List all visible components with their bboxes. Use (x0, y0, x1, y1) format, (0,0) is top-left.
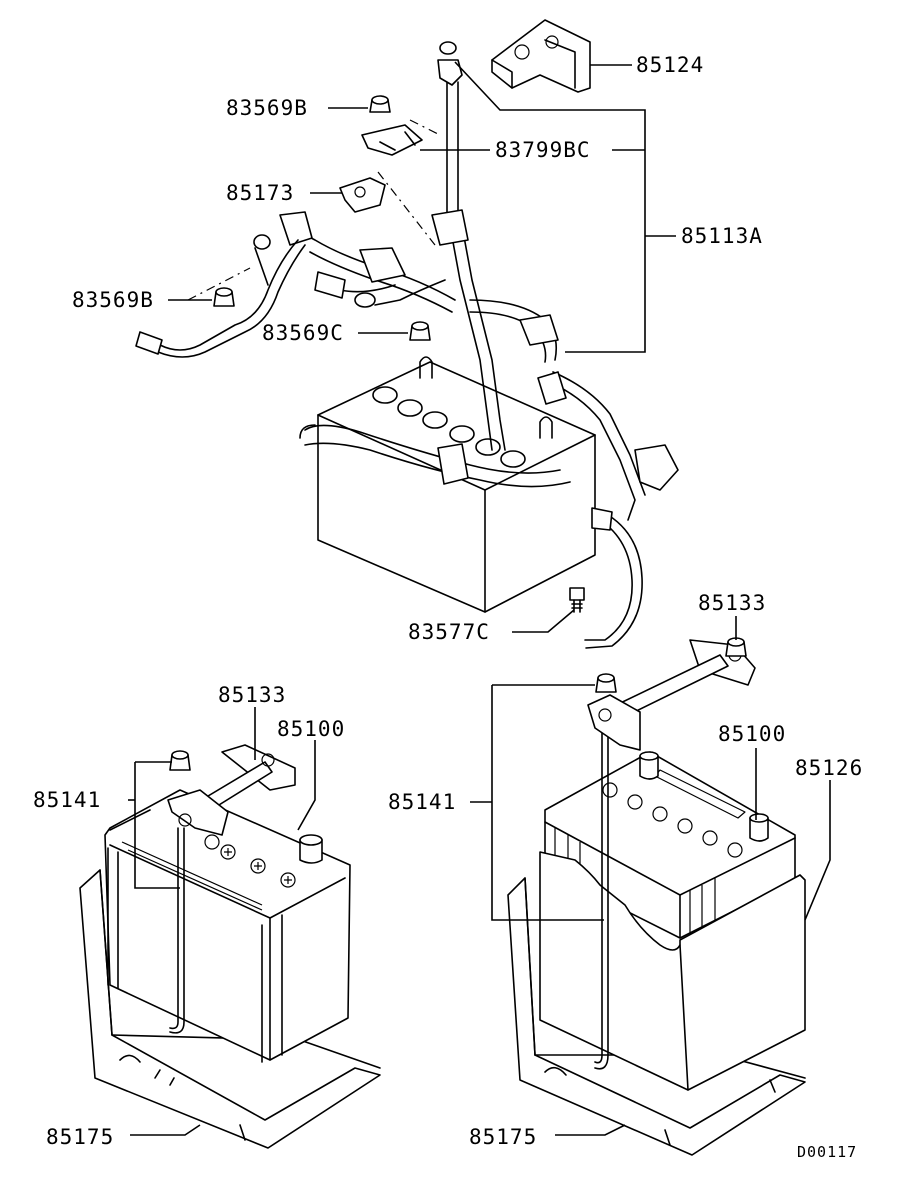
part-83799BC-cover (361, 124, 423, 156)
bottom-left-battery-assembly (79, 744, 381, 1149)
label-85141-left: 85141 (33, 788, 101, 812)
label-83799BC: 83799BC (495, 138, 591, 162)
part-83569B-nut-top (369, 95, 391, 113)
part-83569C-nut (409, 321, 431, 341)
part-85173-bracket (339, 177, 386, 213)
label-85100-left: 85100 (277, 717, 345, 741)
label-85141-right: 85141 (388, 790, 456, 814)
bottom-right-battery-assembly (507, 637, 806, 1156)
part-85124-cover (491, 19, 591, 93)
label-85133-right: 85133 (698, 591, 766, 615)
label-85113A: 85113A (681, 224, 763, 248)
drawing-code: D00117 (797, 1143, 857, 1161)
part-labels: 85124 83569B 83799BC 85173 85113A 83569B… (33, 53, 863, 1161)
label-85124: 85124 (636, 53, 704, 77)
label-83569C: 83569C (262, 321, 344, 345)
label-83569B-top: 83569B (226, 96, 308, 120)
label-85175-right: 85175 (469, 1125, 537, 1149)
label-85126: 85126 (795, 756, 863, 780)
part-83577C-bolt (569, 587, 585, 613)
part-83569B-nut-left (213, 287, 235, 307)
top-battery-assembly (135, 41, 679, 649)
label-83577C: 83577C (408, 620, 490, 644)
label-85100-right: 85100 (718, 722, 786, 746)
leader-lines (128, 61, 831, 1136)
label-83569B-left: 83569B (72, 288, 154, 312)
label-85175-left: 85175 (46, 1125, 114, 1149)
label-85133-left: 85133 (218, 683, 286, 707)
label-85173: 85173 (226, 181, 294, 205)
